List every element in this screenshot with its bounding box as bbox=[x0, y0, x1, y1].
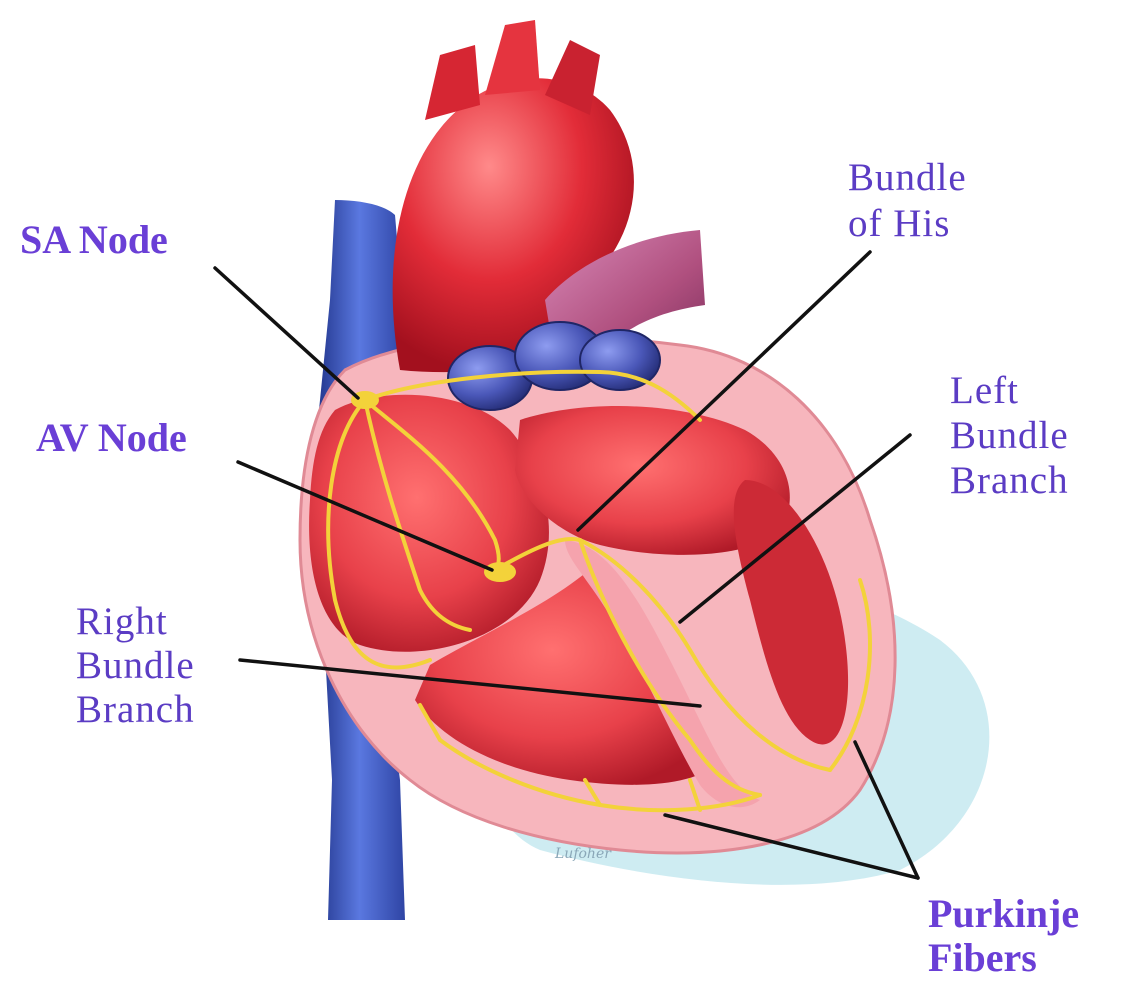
label-purkinje-fibers: Purkinje Fibers bbox=[928, 892, 1079, 980]
label-av-node: AV Node bbox=[36, 418, 187, 458]
av-node-marker bbox=[484, 562, 516, 582]
label-bundle-of-his: Bundle of His bbox=[848, 155, 967, 247]
label-right-bundle-branch: Right Bundle Branch bbox=[76, 600, 195, 732]
illustration-signature: Lufoher bbox=[554, 846, 612, 862]
label-sa-node: SA Node bbox=[20, 220, 168, 260]
aortic-branch-2 bbox=[485, 20, 540, 95]
label-left-bundle-branch: Left Bundle Branch bbox=[950, 368, 1069, 503]
